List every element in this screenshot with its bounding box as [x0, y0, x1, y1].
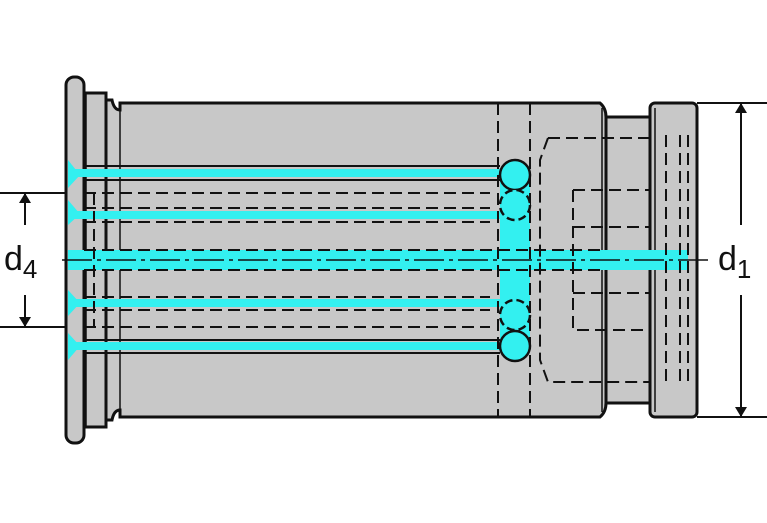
- d4-symbol: d: [4, 240, 23, 278]
- d1-label: d1: [718, 240, 752, 284]
- d1-dimension-lines: [697, 102, 767, 418]
- d1-subscript: 1: [736, 254, 752, 284]
- d1-symbol: d: [718, 240, 737, 278]
- d4-label: d4: [4, 240, 38, 284]
- balls: [498, 158, 532, 363]
- d4-dimension-lines: [0, 192, 66, 328]
- d4-subscript: 4: [22, 254, 38, 284]
- hidden-lines: [84, 103, 689, 417]
